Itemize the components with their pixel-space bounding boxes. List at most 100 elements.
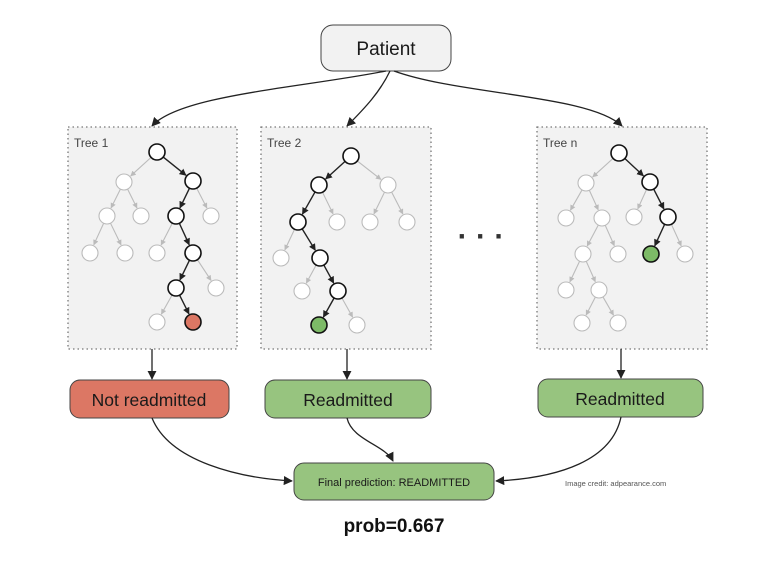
arrow-outcome-2-to-final xyxy=(346,417,394,462)
arrow-outcome-n-to-final xyxy=(495,416,622,486)
tree-node xyxy=(573,314,591,332)
tree-box-1: Tree 1 xyxy=(67,126,238,350)
tree-edge xyxy=(322,297,335,318)
tree-edge xyxy=(301,228,316,251)
tree-edge xyxy=(654,223,666,247)
tree-node xyxy=(184,244,202,262)
outcome-label-tree-2: Readmitted xyxy=(303,390,393,410)
tree-edge xyxy=(162,156,187,176)
tree-edge xyxy=(624,157,644,177)
root-arrows xyxy=(151,70,623,127)
outcome-label-tree-1: Not readmitted xyxy=(92,390,207,410)
tree-leaf-node xyxy=(310,316,328,334)
tree-edge xyxy=(93,223,105,246)
tree-node xyxy=(398,213,416,231)
outcome-box-tree-1: Not readmitted xyxy=(69,379,230,419)
tree-edge xyxy=(592,157,614,178)
tree-node xyxy=(641,173,659,191)
tree-box-n: Tree n xyxy=(536,126,708,350)
image-credit: Image credit: adpearance.com xyxy=(565,479,666,488)
final-arrows xyxy=(151,416,622,486)
tree-node xyxy=(329,282,347,300)
tree-node xyxy=(311,249,329,267)
tree-node xyxy=(348,316,366,334)
tree-edge xyxy=(127,188,138,209)
tree-box-2: Tree 2 xyxy=(260,126,432,350)
tree-edge xyxy=(110,222,122,246)
patient-label: Patient xyxy=(356,39,416,60)
outcome-box-tree-n: Readmitted xyxy=(537,378,704,418)
tree-1-label: Tree 1 xyxy=(74,136,109,150)
tree-edge xyxy=(323,264,335,284)
outcome-label-tree-n: Readmitted xyxy=(575,389,665,409)
tree-edge xyxy=(604,225,615,247)
tree-edge xyxy=(569,189,583,211)
tree-edge xyxy=(301,191,316,215)
tree-node xyxy=(361,213,379,231)
outcome-box-tree-2: Readmitted xyxy=(264,379,432,419)
tree-edge xyxy=(130,156,152,177)
tree-node xyxy=(202,207,220,225)
final-prediction-box: Final prediction: READMITTED xyxy=(293,462,495,501)
tree-edge xyxy=(160,222,173,246)
tree-edge xyxy=(322,191,334,215)
tree-n-label: Tree n xyxy=(543,136,577,150)
tree-edge xyxy=(588,190,599,211)
tree-outcome-arrows xyxy=(147,349,626,380)
tree-edge xyxy=(305,264,317,284)
tree-edge xyxy=(585,261,596,283)
arrow-outcome-1-to-final xyxy=(151,417,293,486)
tree-node xyxy=(342,147,360,165)
tree-node xyxy=(557,281,575,299)
tree-node xyxy=(293,282,311,300)
tree-edge xyxy=(653,188,665,210)
tree-edge xyxy=(179,259,191,281)
arrow-root-to-tree-2 xyxy=(346,70,391,127)
tree-edge xyxy=(160,294,173,315)
tree-node xyxy=(609,245,627,263)
tree-node xyxy=(676,245,694,263)
tree-node xyxy=(167,207,185,225)
tree-node xyxy=(310,176,328,194)
tree-node xyxy=(115,173,133,191)
arrow-root-to-tree-n xyxy=(393,70,623,127)
tree-edge xyxy=(179,187,191,209)
tree-edge xyxy=(196,259,212,281)
tree-node xyxy=(289,213,307,231)
tree-edge xyxy=(196,187,208,209)
tree-node xyxy=(610,144,628,162)
tree-edge xyxy=(325,160,346,180)
tree-edge xyxy=(637,189,648,210)
tree-node xyxy=(116,244,134,262)
tree-node xyxy=(98,207,116,225)
tree-edge xyxy=(356,160,382,180)
tree-node xyxy=(590,281,608,299)
tree-node xyxy=(272,249,290,267)
tree-edge xyxy=(391,191,404,215)
tree-node xyxy=(574,245,592,263)
tree-edge xyxy=(670,224,682,247)
final-prediction-label: Final prediction: READMITTED xyxy=(318,477,470,489)
tree-node xyxy=(148,313,166,331)
tree-node xyxy=(328,213,346,231)
tree-node xyxy=(577,174,595,192)
tree-edge xyxy=(284,228,296,251)
tree-node xyxy=(184,172,202,190)
tree-edge xyxy=(341,297,354,318)
tree-edge xyxy=(586,224,599,247)
tree-n-graph xyxy=(557,144,694,332)
tree-edge xyxy=(585,296,596,316)
tree-edge xyxy=(110,188,121,209)
tree-node xyxy=(148,244,166,262)
tree-node xyxy=(609,314,627,332)
tree-edge xyxy=(178,222,190,246)
patient-node: Patient xyxy=(320,24,452,72)
tree-node xyxy=(207,279,225,297)
tree-node xyxy=(81,244,99,262)
ellipsis: · · · xyxy=(458,220,505,253)
tree-node xyxy=(379,176,397,194)
tree-edge xyxy=(178,294,190,315)
tree-2-graph xyxy=(272,147,416,334)
probability-label: prob=0.667 xyxy=(344,516,445,537)
tree-node xyxy=(132,207,150,225)
